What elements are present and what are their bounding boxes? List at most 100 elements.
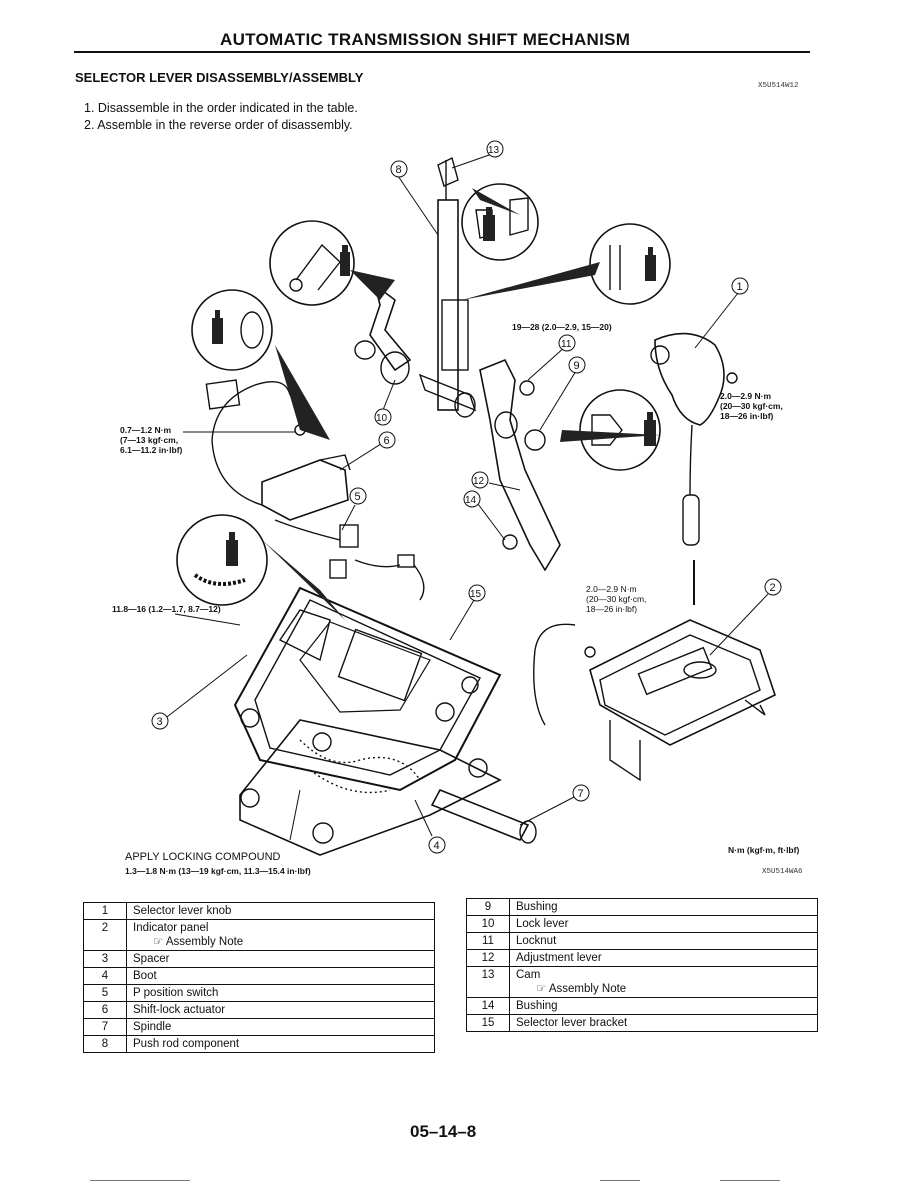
- callout-6: 6: [384, 435, 390, 447]
- callout-15: 15: [470, 589, 482, 600]
- torque-actuator: 0.7—1.2 N·m (7—13 kgf·cm, 6.1—11.2 in·lb…: [120, 425, 183, 455]
- part-name-cell: Lock lever: [509, 915, 818, 933]
- part-name: Cam: [516, 969, 541, 981]
- part-number: 5: [83, 984, 127, 1002]
- title-rule: [74, 51, 810, 53]
- part-number: 15: [466, 1014, 510, 1032]
- callout-13: 13: [488, 145, 500, 156]
- leader-lines: [162, 153, 769, 841]
- part-name-cell: Selector lever bracket: [509, 1014, 818, 1032]
- part-name: Push rod component: [133, 1038, 240, 1050]
- part-name-cell: Bushing: [509, 898, 818, 916]
- p-position-switch: [274, 519, 425, 601]
- shift-lock-actuator: [205, 379, 351, 521]
- part-name-cell: Adjustment lever: [509, 949, 818, 967]
- part-number: 11: [466, 932, 510, 950]
- part-number: 13: [466, 966, 510, 998]
- section-heading: SELECTOR LEVER DISASSEMBLY/ASSEMBLY: [75, 70, 364, 85]
- part-name-cell: Boot: [126, 967, 435, 985]
- parts-row: 8 Push rod component: [83, 1035, 435, 1053]
- page-number: 05–14–8: [410, 1122, 477, 1141]
- part-number: 8: [83, 1035, 127, 1053]
- part-name-cell: Locknut: [509, 932, 818, 950]
- part-number: 9: [466, 898, 510, 916]
- part-name: Spindle: [133, 1021, 172, 1033]
- footer-rule: [600, 1180, 640, 1181]
- part-number: 10: [466, 915, 510, 933]
- callout-14: 14: [465, 495, 477, 506]
- part-name-cell: Push rod component: [126, 1035, 435, 1053]
- part-number: 6: [83, 1001, 127, 1019]
- torque-switch: 2.0—2.9 N·m (20—30 kgf·cm, 18—26 in·lbf): [586, 584, 647, 614]
- part-name: Adjustment lever: [516, 952, 602, 964]
- part-name: Boot: [133, 970, 157, 982]
- section-code: X5U514W12: [758, 82, 799, 90]
- callout-5: 5: [355, 491, 361, 503]
- parts-table-left: 1 Selector lever knob 2 Indicator panel ☞ As…: [83, 902, 435, 1053]
- lock-lever: [354, 283, 412, 385]
- part-name-cell: P position switch: [126, 984, 435, 1002]
- exploded-diagram: 1 2 3 4 5 6 7 8 9 10 11 12 14 13 15: [151, 140, 782, 856]
- part-name: Selector lever knob: [133, 905, 232, 917]
- part-name-cell: Spindle: [126, 1018, 435, 1036]
- part-name: Bushing: [516, 901, 558, 913]
- push-rod: [418, 156, 477, 418]
- part-number: 7: [83, 1018, 127, 1036]
- spindle: [430, 788, 537, 844]
- parts-row: 6 Shift-lock actuator: [83, 1001, 435, 1019]
- callout-7: 7: [578, 788, 584, 800]
- part-number: 4: [83, 967, 127, 985]
- parts-row: 9 Bushing: [466, 898, 818, 916]
- callout-4: 4: [434, 840, 440, 852]
- detail-bubbles: [176, 183, 671, 620]
- part-number: 2: [83, 919, 127, 951]
- torque-knob: 2.0—2.9 N·m (20—30 kgf·cm, 18—26 in·lbf): [720, 391, 783, 421]
- indicator-panel: [584, 619, 776, 782]
- part-number: 1: [83, 902, 127, 920]
- part-name-cell: Bushing: [509, 997, 818, 1015]
- part-name: Locknut: [516, 935, 557, 947]
- callout-3: 3: [157, 716, 163, 728]
- parts-row: 4 Boot: [83, 967, 435, 985]
- part-name-cell: Shift-lock actuator: [126, 1001, 435, 1019]
- adjustment-lever: [479, 358, 561, 572]
- parts-row: 5 P position switch: [83, 984, 435, 1002]
- parts-row: 7 Spindle: [83, 1018, 435, 1036]
- part-name-cell: Indicator panel ☞ Assembly Note: [126, 919, 435, 951]
- part-name-cell: Cam ☞ Assembly Note: [509, 966, 818, 998]
- locking-compound-note: APPLY LOCKING COMPOUND: [125, 851, 281, 863]
- assembly-note: ☞ Assembly Note: [153, 936, 244, 948]
- step-1: 1. Disassemble in the order indicated in…: [84, 101, 358, 115]
- callouts: 1 2 3 4 5 6 7 8 9 10 11 12 14 13 15: [151, 140, 782, 854]
- part-number: 12: [466, 949, 510, 967]
- callout-10: 10: [376, 413, 388, 424]
- page-title: AUTOMATIC TRANSMISSION SHIFT MECHANISM: [220, 30, 631, 49]
- callout-2: 2: [770, 582, 776, 594]
- callout-12: 12: [473, 476, 485, 487]
- callout-8: 8: [396, 164, 402, 176]
- selector-lever-knob: [650, 332, 738, 605]
- part-number: 3: [83, 950, 127, 968]
- callout-9: 9: [574, 360, 580, 372]
- part-name: Indicator panel: [133, 922, 209, 934]
- boot: [239, 719, 502, 856]
- wire: [533, 623, 576, 726]
- step-2: 2. Assemble in the reverse order of disa…: [84, 118, 353, 132]
- footer-rule: [90, 1180, 190, 1181]
- part-number: 14: [466, 997, 510, 1015]
- part-name-cell: Spacer: [126, 950, 435, 968]
- callout-11: 11: [561, 339, 572, 350]
- assembly-note: ☞ Assembly Note: [536, 983, 627, 995]
- callout-1: 1: [737, 281, 743, 293]
- part-name: P position switch: [133, 987, 219, 999]
- torque-bracket: 11.8—16 (1.2—1.7, 8.7—12): [112, 604, 221, 614]
- part-name: Shift-lock actuator: [133, 1004, 226, 1016]
- parts-row: 13 Cam ☞ Assembly Note: [466, 966, 818, 998]
- parts-row: 12 Adjustment lever: [466, 949, 818, 967]
- torque-bolt: 1.3—1.8 N·m (13—19 kgf·cm, 11.3—15.4 in·…: [125, 866, 311, 876]
